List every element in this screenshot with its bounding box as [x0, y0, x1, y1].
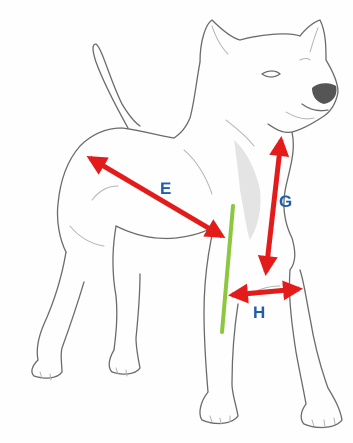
label-g: G	[279, 192, 292, 211]
reference-line	[222, 206, 233, 332]
label-h: H	[253, 303, 265, 322]
dog-front-leg-left	[200, 226, 238, 423]
dog-neck	[174, 62, 200, 138]
dog-front-leg-right	[289, 270, 342, 427]
dog-rear-leg-left	[32, 252, 84, 378]
dog-belly	[116, 226, 214, 239]
dog-back	[57, 128, 174, 252]
dog-sketch	[32, 20, 342, 427]
label-e: E	[160, 179, 171, 198]
dog-tail	[93, 44, 140, 128]
arrow-e	[90, 158, 222, 236]
arrow-h	[232, 289, 299, 295]
dog-nose	[312, 83, 337, 104]
dog-rear-leg-right	[109, 226, 140, 374]
dog-eye	[262, 71, 280, 77]
